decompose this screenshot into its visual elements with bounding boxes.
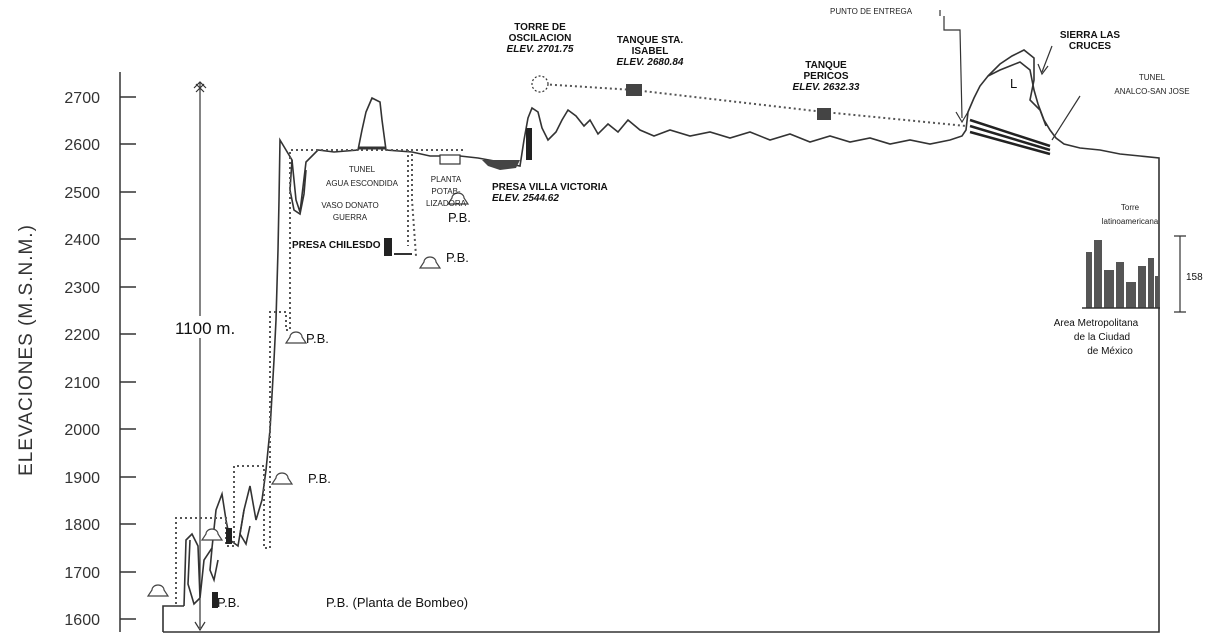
y-tick-label: 1900: [64, 470, 100, 487]
y-tick-label: 2300: [64, 280, 100, 297]
area-metropolitana-label: de México: [1087, 346, 1133, 357]
dam-icon: [212, 592, 218, 608]
vaso-label: GUERRA: [333, 213, 368, 222]
pump-station-label: P.B.: [446, 250, 469, 265]
tunel-analco-label: ANALCO-SAN JOSE: [1114, 87, 1189, 96]
pumping-conduit: [175, 149, 466, 604]
dam-icon: [384, 238, 392, 256]
pump-icon: [270, 472, 294, 485]
planta-label: POTAB-: [431, 187, 461, 196]
area-metropolitana-label: Area Metropolitana: [1054, 318, 1139, 329]
y-tick-label: 1600: [64, 612, 100, 629]
tanque-pericos-label: TANQUE: [805, 60, 847, 71]
presa-chilesdo-label: PRESA CHILESDO: [292, 240, 381, 251]
pump-icon: [200, 528, 224, 541]
sierra-label: CRUCES: [1069, 41, 1112, 52]
planta-label: LIZADORA: [426, 199, 467, 208]
presa-villa-label: PRESA VILLA VICTORIA: [492, 182, 608, 193]
dam-icon: [226, 528, 232, 544]
y-tick-label: 2700: [64, 90, 100, 107]
labels: TORRE DE OSCILACION ELEV. 2701.75 TANQUE…: [217, 7, 1203, 610]
torre-oscilacion-elevation: ELEV. 2701.75: [507, 44, 574, 55]
pump-icon: [146, 584, 170, 597]
torre-lat-label: latinoamericana: [1102, 217, 1159, 226]
tanque-isabel-label: TANQUE STA.: [617, 35, 684, 46]
terrain-profile: [162, 49, 1160, 633]
dam-icon: [482, 160, 520, 170]
y-axis-title: ELEVACIONES (M.S.N.M.): [16, 224, 37, 476]
y-axis-tick-marks: [120, 96, 136, 620]
pump-icon: [284, 331, 308, 344]
pump-stations: [146, 192, 470, 597]
y-tick-label: 2400: [64, 232, 100, 249]
area-metropolitana-label: de la Ciudad: [1074, 332, 1130, 343]
torre-oscilacion-label: TORRE DE: [514, 22, 566, 33]
tunel-analco-label: TUNEL: [1139, 73, 1166, 82]
punto-entrega-label: PUNTO DE ENTREGA: [830, 7, 913, 16]
tanque-pericos-elevation: ELEV. 2632.33: [793, 82, 860, 93]
presa-villa-elevation: ELEV. 2544.62: [492, 193, 559, 204]
pump-station-label: P.B.: [308, 471, 331, 486]
tanque-isabel-elevation: ELEV. 2680.84: [617, 57, 684, 68]
y-tick-label: 2100: [64, 375, 100, 392]
torre-lat-height: 158: [1186, 272, 1203, 283]
y-tick-label: 1800: [64, 517, 100, 534]
pump-station-label: P.B.: [306, 331, 329, 346]
city-skyline: [1086, 240, 1159, 308]
tank-icon: [817, 108, 831, 120]
tunnel-analco: [969, 118, 1051, 156]
sierra-letter: L: [1010, 76, 1017, 91]
tanque-pericos-label: PERICOS: [803, 71, 848, 82]
height-marker: 1100 m.: [172, 81, 262, 632]
y-tick-label: 2000: [64, 422, 100, 439]
tower-icon: [531, 75, 549, 93]
height-marker-label: 1100 m.: [175, 319, 235, 338]
structures: [212, 10, 1186, 608]
tunnels: [358, 118, 1051, 156]
planta-label: PLANTA: [431, 175, 462, 184]
pump-station-label: P.B.: [448, 210, 471, 225]
tunel-agua-label: AGUA ESCONDIDA: [326, 179, 399, 188]
pump-station-legend: P.B. (Planta de Bombeo): [326, 595, 468, 610]
pump-station-label: P.B.: [217, 595, 240, 610]
pump-icon: [446, 192, 470, 205]
torre-lat-label: Torre: [1121, 203, 1140, 212]
treatment-plant-icon: [439, 154, 461, 165]
y-axis: 2700 2600 2500 2400 2300 2200 2100 2000 …: [16, 72, 136, 632]
tank-icon: [626, 84, 642, 96]
y-tick-label: 2500: [64, 185, 100, 202]
pump-icon: [418, 256, 442, 269]
conduction-line: [175, 83, 967, 604]
y-tick-label: 2200: [64, 327, 100, 344]
vaso-label: VASO DONATO: [321, 201, 378, 210]
tanque-isabel-label: ISABEL: [632, 46, 669, 57]
aqueduct-line: [539, 83, 967, 127]
sierra-label: SIERRA LAS: [1060, 30, 1121, 41]
torre-oscilacion-label: OSCILACION: [509, 33, 572, 44]
y-tick-label: 1700: [64, 565, 100, 582]
y-tick-label: 2600: [64, 137, 100, 154]
tunel-agua-label: TUNEL: [349, 165, 376, 174]
